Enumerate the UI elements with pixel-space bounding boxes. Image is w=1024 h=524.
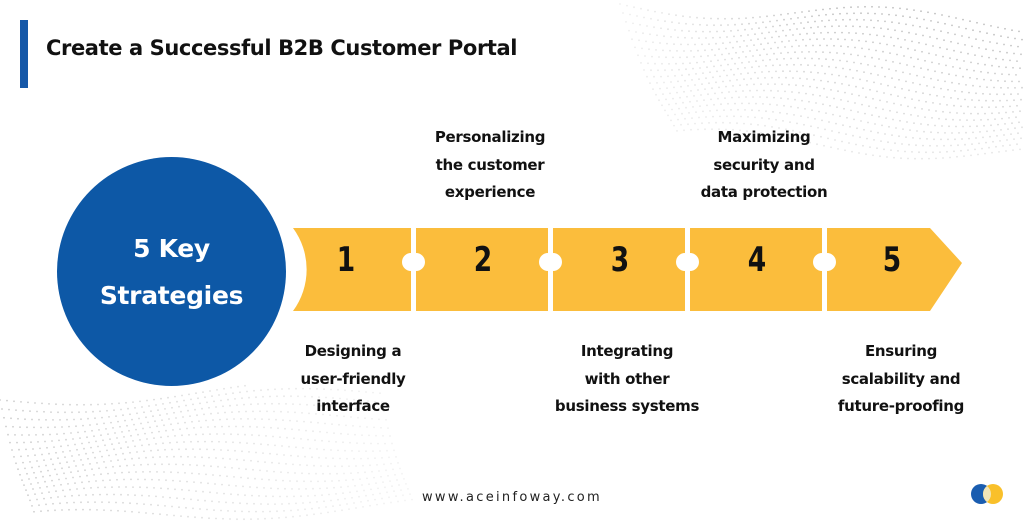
step-number-2: 2 [473, 240, 493, 280]
puzzle-piece-4 [690, 228, 822, 311]
puzzle-piece-1 [293, 228, 411, 311]
page-title: Create a Successful B2B Customer Portal [46, 36, 518, 60]
step-number-3: 3 [610, 240, 630, 280]
puzzle-piece-5 [827, 228, 962, 311]
step-number-4: 4 [747, 240, 767, 280]
puzzle-piece-3 [553, 228, 685, 311]
step-number-5: 5 [882, 240, 902, 280]
title-accent-bar [20, 20, 28, 88]
puzzle-piece-2 [416, 228, 548, 311]
footer-url: www.aceinfoway.com [421, 490, 603, 505]
step-number-1: 1 [336, 240, 356, 280]
company-logo-icon [971, 484, 1003, 504]
